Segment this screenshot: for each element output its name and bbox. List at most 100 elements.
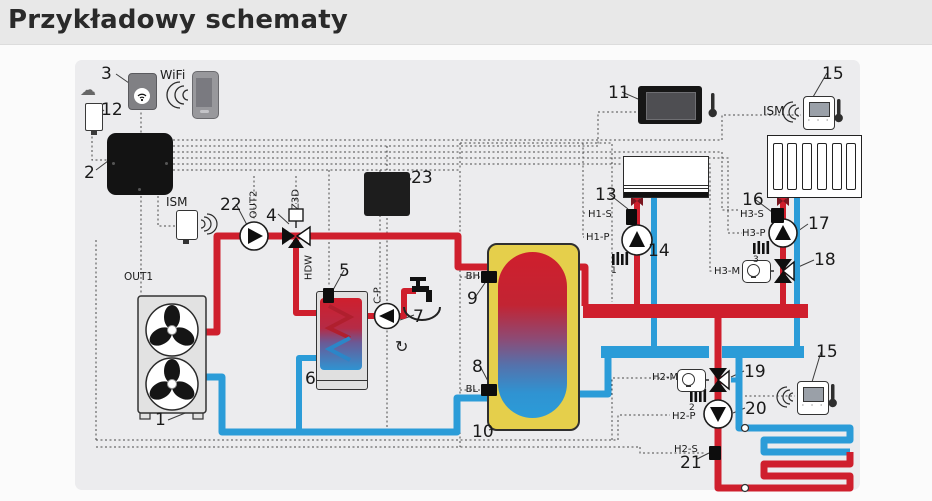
callout-16: 16 [742, 190, 764, 210]
valve-z3d [282, 208, 311, 248]
page-header [0, 0, 932, 45]
circulation-arrow-icon: ↻ [395, 337, 408, 356]
sensor-h3s [771, 208, 784, 223]
callout-20: 20 [745, 399, 767, 419]
callout-15-bottom: 15 [816, 342, 838, 362]
ism-thermostat-top: · · · [803, 96, 835, 130]
bh-label: BH [465, 271, 480, 282]
motor-mark [751, 276, 756, 278]
outdoor-temp-sensor [85, 103, 103, 135]
zone2-radiator-icon [690, 389, 707, 402]
callout-9: 9 [467, 289, 478, 309]
pump-h2p [703, 399, 733, 429]
cold-manifold-right [722, 346, 804, 358]
valve-h2m [703, 368, 730, 392]
hot-manifold [583, 304, 808, 318]
sensor-h2s [709, 446, 721, 460]
page-title: Przykładowy schematy [8, 5, 348, 35]
radiator-fin [831, 143, 842, 190]
pump-h3p [768, 218, 798, 248]
dhw-coil-icon [324, 304, 355, 362]
thermostat-buttons: · · · [807, 116, 831, 125]
ism-thermostat-bottom: · · · [797, 381, 829, 415]
wifi-waves-thermostat-bottom-icon [776, 386, 794, 408]
callout-23: 23 [411, 168, 433, 188]
zone3-radiator-icon [753, 241, 770, 254]
sensor-h1s [626, 209, 637, 225]
thermometer-icon-ism-top [834, 99, 843, 123]
cp-label: C-P [372, 287, 384, 304]
callout-3: 3 [101, 64, 112, 84]
callout-8: 8 [472, 357, 483, 377]
z3d-label: Z3D [290, 189, 302, 210]
sensor-plug [183, 239, 189, 244]
zone1-label: 1 [611, 266, 617, 276]
dhw-tank [316, 291, 368, 390]
basin-icon [403, 306, 441, 321]
fan-coil-unit [623, 156, 709, 198]
pump-h1p [621, 224, 653, 256]
fan-bottom-icon [145, 357, 199, 411]
room-display-screen [646, 92, 696, 120]
h3p-label: H3-P [742, 228, 766, 239]
thermostat-buttons: · · · [801, 401, 825, 410]
cold-water-pipes [205, 194, 854, 456]
h2m-label: H2-M [652, 372, 679, 383]
callout-11: 11 [608, 83, 630, 103]
callout-1: 1 [155, 410, 166, 430]
h2p-label: H2-P [672, 411, 696, 422]
smartphone-screen [196, 78, 212, 107]
callout-15-top: 15 [822, 64, 844, 84]
h1s-label: H1-S [588, 209, 612, 220]
valve-h3m [768, 259, 795, 283]
pump-out2 [239, 221, 269, 251]
expansion-module [364, 172, 410, 216]
shutoff-valve-h3-icon [777, 196, 789, 206]
wifi-waves-phone-icon [166, 81, 189, 109]
radiator-fin [816, 143, 827, 190]
wifi-module [128, 73, 157, 110]
radiator [767, 135, 862, 198]
ism-room-sensor-left [176, 210, 198, 244]
h3s-label: H3-S [740, 209, 764, 220]
wifi-waves-ism-left-icon [200, 213, 218, 235]
sensor-hdw [323, 288, 334, 303]
dhw-tank-water [320, 298, 362, 370]
callout-22: 22 [220, 195, 242, 215]
motor-mark [686, 385, 691, 387]
ism-right-label: ISM [763, 104, 785, 118]
out1-label: OUT1 [124, 271, 154, 283]
h1p-label: H1-P [586, 232, 610, 243]
buffer-tank [487, 243, 580, 431]
pump-cp-dhw-circulation [373, 302, 401, 330]
controller-unit [107, 133, 173, 195]
radiator-fin [772, 143, 783, 190]
callout-21: 21 [680, 453, 702, 473]
pipe-union-fittings [740, 423, 750, 493]
ism-left-label: ISM [166, 195, 188, 209]
hdw-label: HDW [303, 254, 315, 281]
controller-screw [165, 162, 168, 165]
cold-manifold-left [601, 346, 709, 358]
radiator-fin [846, 143, 857, 190]
heat-pump-unit [137, 295, 207, 420]
zone1-radiator-icon [612, 252, 629, 265]
out2-label: OUT2 [248, 190, 260, 219]
zone2-label: 2 [689, 403, 695, 413]
callout-4: 4 [266, 206, 277, 226]
callout-17: 17 [808, 214, 830, 234]
sensor-bl [481, 384, 497, 396]
faucet-icon [410, 277, 432, 302]
control-wiring-dashed [91, 108, 801, 454]
callout-10: 10 [472, 422, 494, 442]
thermostat-screen [809, 102, 830, 117]
valve-motor-h3m [742, 260, 771, 283]
fan-coil-louver [624, 188, 708, 189]
sensor-plug [91, 130, 97, 135]
shutoff-valve-h1-icon [631, 196, 643, 206]
bl-label: BL [465, 384, 478, 395]
h2s-label: H2-S [674, 444, 698, 455]
callout-5: 5 [339, 261, 350, 281]
